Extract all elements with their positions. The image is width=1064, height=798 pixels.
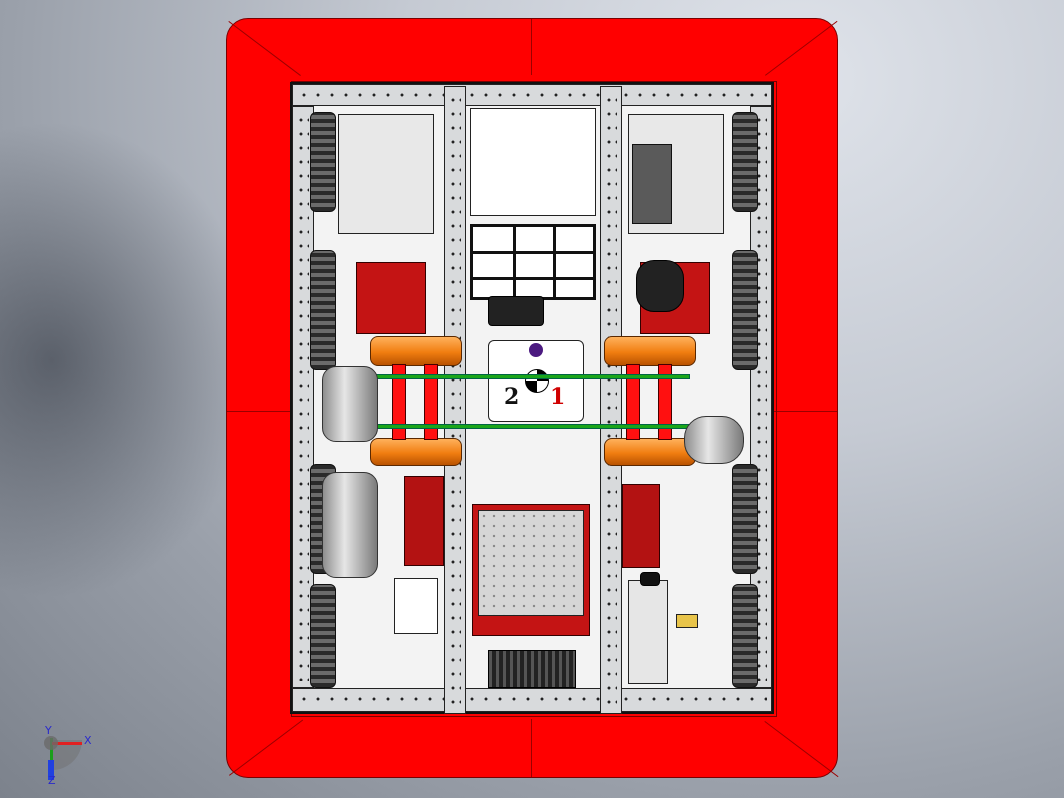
wheel-rear-right: [732, 464, 758, 574]
drive-module-left: [356, 262, 426, 334]
shaft-left-a: [392, 364, 406, 440]
center-rail-right: [600, 86, 622, 714]
bumper-seam-right: [773, 411, 837, 412]
belt-top: [374, 374, 690, 379]
frame-rail-back: [292, 688, 772, 712]
brass-fitting: [676, 614, 698, 628]
bumper-seam-bottom: [531, 719, 532, 777]
flywheel-back-right: [604, 438, 696, 466]
triad-z-label: Z: [48, 774, 56, 787]
bumper-corner-line: [229, 719, 304, 776]
flywheel-front-right: [604, 336, 696, 366]
shaft-right-b: [658, 364, 672, 440]
circuit-breakers: [394, 578, 438, 634]
triad-x-label: X: [84, 734, 92, 747]
coordinate-triad-icon: X Y Z: [38, 724, 98, 787]
belt-bottom: [374, 424, 690, 429]
left-front-plate: [338, 114, 434, 234]
team-number-left: 2: [504, 384, 520, 410]
wheel-mid-left: [310, 250, 336, 370]
shooter-motor: [488, 296, 544, 326]
front-opening: [470, 108, 596, 216]
wheel-back-left: [310, 584, 336, 688]
pressure-switch: [640, 572, 660, 586]
wheel-back-right: [732, 584, 758, 688]
team-number-right: 1: [550, 384, 566, 410]
frame-rail-front: [292, 84, 772, 106]
flywheel-back-left: [370, 438, 462, 466]
air-tank-right: [684, 416, 744, 464]
bumper-corner-line: [228, 21, 301, 76]
triad-z-axis: [48, 760, 54, 780]
bumper-corner-line: [764, 721, 839, 778]
triad-x-axis: [52, 742, 82, 745]
triad-y-label: Y: [45, 724, 52, 737]
air-tank-lower: [322, 472, 378, 578]
wheel-front-right: [732, 112, 758, 212]
roborio-controller[interactable]: [478, 510, 584, 616]
wheel-front-left: [310, 112, 336, 212]
shaft-right-a: [626, 364, 640, 440]
pneumatic-manifold: [632, 144, 672, 224]
power-distribution-board: [488, 650, 576, 688]
background-shadow: [0, 120, 260, 600]
solenoid-valve: [628, 580, 668, 684]
speed-controllers-left: [404, 476, 444, 566]
robot-chassis[interactable]: 2 1: [290, 82, 774, 714]
bumper-corner-line: [765, 20, 838, 76]
shaft-left-b: [424, 364, 438, 440]
bumper-seam-left: [227, 411, 291, 412]
frame-rail-left: [292, 106, 314, 688]
speed-controllers-right: [622, 484, 660, 568]
intake-grid: [470, 224, 596, 300]
flywheel-front-left: [370, 336, 462, 366]
motor-right: [636, 260, 684, 312]
shooter-housing[interactable]: [488, 340, 584, 422]
triad-y-axis: [50, 738, 53, 780]
air-tank-upper: [322, 366, 378, 442]
wheel-mid-right: [732, 250, 758, 370]
center-rail-left: [444, 86, 466, 714]
bumper-seam-top: [531, 19, 532, 75]
